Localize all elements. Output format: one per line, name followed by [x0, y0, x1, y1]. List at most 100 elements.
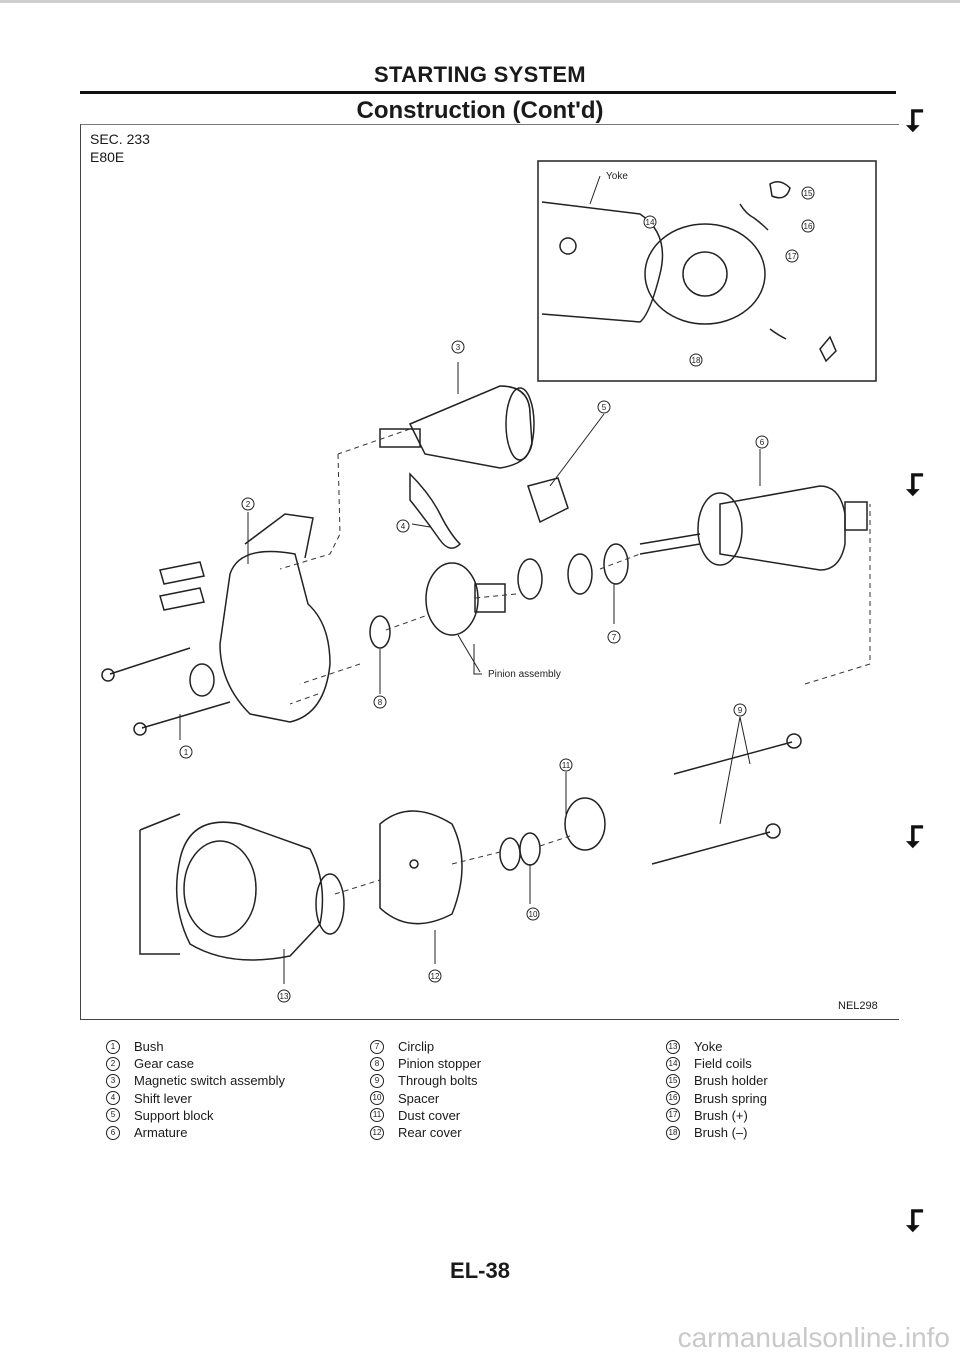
- binding-tick-icon: ⮦: [906, 820, 924, 853]
- legend-number: 17: [666, 1108, 680, 1123]
- inset-box: [537, 160, 877, 382]
- exploded-diagram: 1 2 3 4 5 6 7 8 9 10 11 12 13 14 15 16 1…: [101, 160, 877, 1003]
- svg-text:7: 7: [612, 633, 617, 642]
- legend-text: Brush (+): [694, 1107, 748, 1123]
- legend-item: 1 Bush: [106, 1038, 285, 1055]
- legend-number: 4: [106, 1091, 120, 1106]
- binding-tick-icon: ⮦: [906, 104, 924, 137]
- svg-text:17: 17: [788, 252, 797, 261]
- legend-item: 5 Support block: [106, 1107, 285, 1124]
- legend-number: 15: [666, 1074, 680, 1088]
- inset-brush-holder: [644, 223, 766, 325]
- legend-text: Shift lever: [134, 1090, 192, 1106]
- binding-tick-icon: ⮦: [906, 468, 924, 501]
- callout-12: 12: [428, 969, 442, 983]
- legend-number: 1: [106, 1039, 120, 1054]
- svg-text:13: 13: [280, 992, 289, 1001]
- svg-text:10: 10: [529, 910, 538, 919]
- legend-text: Spacer: [398, 1090, 440, 1106]
- legend-item: 11 Dust cover: [370, 1107, 481, 1124]
- svg-text:2: 2: [246, 500, 251, 509]
- legend-text: Armature: [134, 1125, 188, 1141]
- callout-4: 4: [396, 519, 410, 533]
- callout-8: 8: [373, 695, 387, 709]
- legend-item: 15 Brush holder: [666, 1072, 768, 1089]
- callout-9: 9: [733, 703, 747, 717]
- legend-item: 4 Shift lever: [106, 1090, 285, 1107]
- legend-number: 18: [666, 1125, 680, 1140]
- legend-text: Dust cover: [398, 1107, 461, 1123]
- svg-text:15: 15: [804, 189, 813, 198]
- callout-7: 7: [607, 630, 621, 644]
- legend-number: 14: [666, 1056, 680, 1071]
- watermark: carmanualsonline.info: [677, 1322, 950, 1353]
- section-code: SEC. 233 E80E: [90, 130, 150, 166]
- legend-text: Gear case: [134, 1056, 194, 1072]
- svg-text:18: 18: [692, 356, 701, 365]
- callout-18: 18: [689, 353, 703, 367]
- legend-text: Brush spring: [694, 1090, 767, 1106]
- svg-text:8: 8: [378, 698, 383, 707]
- legend-text: Support block: [134, 1107, 214, 1123]
- svg-text:9: 9: [738, 706, 743, 715]
- svg-text:4: 4: [401, 522, 406, 531]
- figure-code: NEL298: [838, 1000, 878, 1012]
- callout-17: 17: [785, 249, 799, 263]
- binding-tick-icon: ⮦: [906, 1204, 924, 1237]
- svg-text:16: 16: [804, 222, 813, 231]
- label-yoke: Yoke: [606, 171, 628, 182]
- legend-text: Field coils: [694, 1056, 752, 1072]
- callout-3: 3: [451, 340, 465, 354]
- gear-case: [219, 550, 331, 723]
- label-pinion: Pinion assembly: [488, 669, 561, 680]
- legend-number: 7: [370, 1039, 384, 1054]
- legend-item: 18 Brush (–): [666, 1124, 768, 1141]
- legend-text: Yoke: [694, 1039, 723, 1054]
- svg-text:12: 12: [431, 972, 440, 981]
- callout-13: 13: [277, 989, 291, 1003]
- legend-number: 5: [106, 1108, 120, 1123]
- callout-group: 1 2 3 4 5 6 7 8 9 10 11 12 13 14 15 16 1…: [179, 186, 815, 1003]
- shift-lever: [409, 472, 462, 549]
- legend-number: 13: [666, 1039, 680, 1054]
- legend-text: Brush holder: [694, 1073, 768, 1089]
- callout-11: 11: [559, 758, 573, 772]
- rear-cover: [379, 810, 463, 925]
- legend-item: 16 Brush spring: [666, 1090, 768, 1107]
- legend-item: 8 Pinion stopper: [370, 1055, 481, 1072]
- legend-number: 12: [370, 1125, 384, 1140]
- callout-1: 1: [179, 745, 193, 759]
- callout-2: 2: [241, 497, 255, 511]
- svg-text:5: 5: [602, 403, 607, 412]
- legend-text: Brush (–): [694, 1125, 748, 1141]
- page-header: STARTING SYSTEM: [0, 62, 960, 88]
- support-block: [527, 477, 569, 524]
- legend-number: 11: [370, 1108, 384, 1123]
- subsection-title: Construction (Cont'd): [356, 97, 604, 124]
- legend-text: Bush: [134, 1039, 164, 1054]
- section-title: STARTING SYSTEM: [374, 62, 586, 87]
- legend-number: 16: [666, 1091, 680, 1106]
- legend-item: 14 Field coils: [666, 1055, 768, 1072]
- callout-5: 5: [597, 400, 611, 414]
- page-number: EL-38: [450, 1258, 510, 1283]
- svg-text:3: 3: [456, 343, 461, 352]
- svg-text:1: 1: [184, 748, 189, 757]
- callout-6: 6: [755, 435, 769, 449]
- legend-number: 9: [370, 1074, 384, 1088]
- legend-text: Pinion stopper: [398, 1056, 482, 1072]
- callout-15: 15: [801, 186, 815, 200]
- svg-text:11: 11: [562, 761, 571, 770]
- header-rule: [80, 91, 896, 94]
- legend-number: 8: [370, 1056, 384, 1071]
- armature: [719, 485, 846, 571]
